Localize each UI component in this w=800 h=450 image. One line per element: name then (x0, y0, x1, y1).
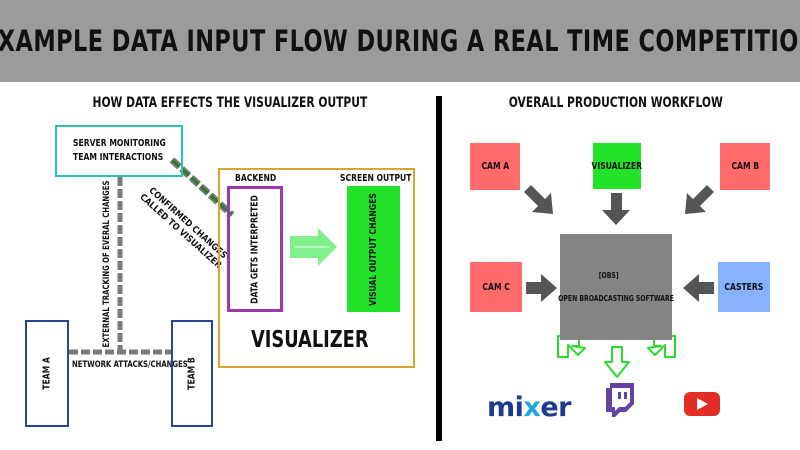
twitch-logo-icon (606, 383, 634, 417)
obs-short-label: [OBS] (599, 271, 619, 280)
cam-b-arrow (685, 185, 718, 214)
cam-c-box: CAM C (470, 262, 522, 312)
youtube-logo-icon (684, 392, 720, 416)
team-a-box: TEAM A (25, 320, 69, 427)
backend-text: DATA GETS INTERPRETED (249, 194, 261, 304)
screen-output-text: VISUAL OUTPUT CHANGES (368, 192, 379, 306)
visualizer-title: VISUALIZER (251, 327, 369, 353)
visualizer-source-box: VISUALIZER (591, 143, 643, 189)
cam-a-box: CAM A (470, 143, 520, 190)
visualizer-container (218, 168, 415, 368)
backend-box: DATA GETS INTERPRETED (227, 186, 283, 312)
right-section-title: OVERALL PRODUCTION WORKFLOW (508, 95, 723, 111)
tracking-label-wrap: EXTERNAL TRACKING OF EVERAL CHANGES (97, 176, 117, 352)
casters-label: CASTERS (724, 281, 764, 293)
youtube-arrow (647, 335, 676, 358)
server-line-1: SERVER MONITORING (73, 138, 166, 149)
screen-output-label: SCREEN OUTPUT (340, 173, 412, 184)
header-bar: EXAMPLE DATA INPUT FLOW DURING A REAL TI… (0, 0, 800, 82)
server-line-2: TEAM INTERACTIONS (73, 152, 164, 163)
network-label: NETWORK ATTACKS/CHANGES (72, 360, 188, 370)
mixer-arrow (557, 335, 586, 358)
visualizer-arrow (602, 193, 630, 225)
obs-box: [OBS] OPEN BROADCASTING SOFTWARE (558, 234, 674, 340)
cam-a-label: CAM A (481, 161, 509, 172)
team-b-box: TEAM B (171, 320, 213, 427)
casters-arrow (683, 274, 714, 302)
cam-a-arrow (520, 185, 553, 214)
cam-b-box: CAM B (720, 143, 770, 190)
team-b-label: TEAM B (186, 357, 198, 390)
server-monitoring-box: SERVER MONITORING TEAM INTERACTIONS (55, 125, 183, 177)
screen-output-box: VISUAL OUTPUT CHANGES (347, 186, 400, 312)
mixer-logo-text-2: er (540, 392, 571, 423)
cam-c-label: CAM C (482, 281, 510, 293)
tracking-label: EXTERNAL TRACKING OF EVERAL CHANGES (102, 180, 112, 348)
visualizer-source-label: VISUALIZER (591, 160, 643, 172)
left-section-title: HOW DATA EFFECTS THE VISUALIZER OUTPUT (92, 95, 368, 111)
mixer-logo: mixer (487, 392, 571, 423)
mixer-logo-x: x (523, 392, 541, 423)
section-divider (436, 96, 442, 441)
casters-box: CASTERS (718, 262, 770, 312)
cam-c-arrow (526, 274, 557, 302)
backend-label: BACKEND (235, 173, 277, 184)
twitch-arrow (604, 346, 630, 378)
team-a-label: TEAM A (41, 357, 53, 390)
obs-full-label: OPEN BROADCASTING SOFTWARE (558, 294, 674, 303)
page-title: EXAMPLE DATA INPUT FLOW DURING A REAL TI… (0, 24, 800, 58)
mixer-logo-text-1: mi (487, 392, 524, 423)
cam-b-label: CAM B (731, 161, 759, 172)
